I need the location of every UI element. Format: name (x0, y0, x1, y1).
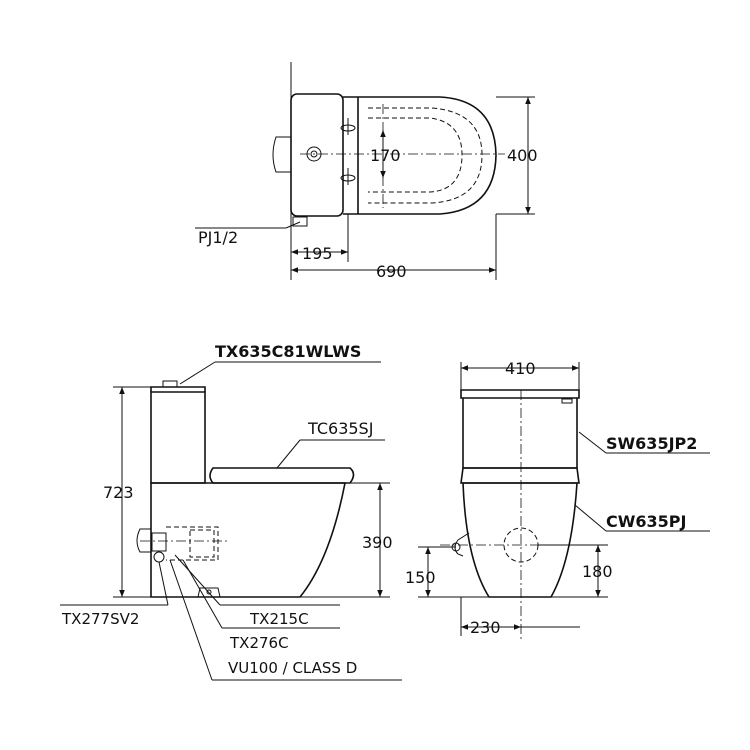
pj-leader (285, 221, 301, 229)
dim-front-width: 410 (505, 359, 536, 378)
hidden-trap (166, 526, 219, 561)
label-toilet-model: TX635C81WLWS (215, 342, 361, 361)
side-supply-pipe (136, 528, 151, 553)
class-leader (169, 559, 213, 681)
hidden-trap-inner (189, 529, 215, 558)
label-supply-joint: PJ1/2 (198, 228, 238, 247)
floor-flange (197, 587, 221, 598)
flush-button-side (162, 380, 178, 388)
dim-supply-offset: 195 (302, 244, 333, 263)
front-supply-pipe (454, 532, 470, 557)
button-front (561, 398, 573, 404)
dim-length: 690 (376, 262, 407, 281)
toilet-leader (179, 361, 216, 385)
hose-leader (174, 554, 221, 606)
front-view: 410 SW635JP2 CW635PJ 150 180 (405, 359, 710, 640)
seat-front (460, 467, 580, 484)
supply-pipe (272, 136, 291, 173)
tank-side (150, 391, 206, 484)
bowl-front (462, 482, 578, 598)
bowl-side (150, 482, 346, 598)
seat-side (209, 467, 355, 484)
bowl-opening-dashed (368, 117, 463, 193)
label-bowl-model: CW635PJ (606, 512, 686, 531)
tank-leader (578, 431, 607, 454)
dim-seat-holes: 170 (370, 146, 401, 165)
dim-base-width: 230 (470, 618, 501, 637)
supply-joint (292, 216, 308, 227)
label-stop-valve: TX277SV2 (61, 610, 139, 628)
tank-top-outline (290, 93, 344, 217)
top-view: 170 400 PJ1/2 195 690 (195, 62, 538, 281)
dim-width: 400 (507, 146, 538, 165)
stop-valve (151, 532, 167, 552)
dim-supply-height: 150 (405, 568, 436, 587)
label-class: VU100 / CLASS D (228, 659, 357, 677)
label-flange: TX276C (229, 634, 289, 652)
flange-bolt (206, 589, 212, 595)
flange-leader (182, 559, 223, 629)
tank-lid-side (150, 386, 206, 392)
label-tank-model: SW635JP2 (606, 434, 697, 453)
seat-inner-dashed (368, 107, 483, 204)
side-view: TX635C81WLWS TC635SJ 723 390 (60, 342, 402, 681)
dim-bowl-height: 390 (362, 533, 393, 552)
seat-leader (276, 439, 301, 469)
stop-valve-knob (153, 551, 165, 563)
flush-button-inner (310, 150, 318, 158)
bowl-leader (574, 504, 607, 532)
bowl-top-outline (343, 96, 497, 215)
tank-lid-front (460, 389, 580, 399)
dim-height: 723 (103, 483, 134, 502)
stop-valve-leader (158, 561, 169, 606)
label-seat-model: TC635SJ (307, 419, 373, 438)
label-hose: TX215C (249, 610, 309, 628)
dim-outlet-height: 180 (582, 562, 613, 581)
tank-front (462, 398, 578, 469)
